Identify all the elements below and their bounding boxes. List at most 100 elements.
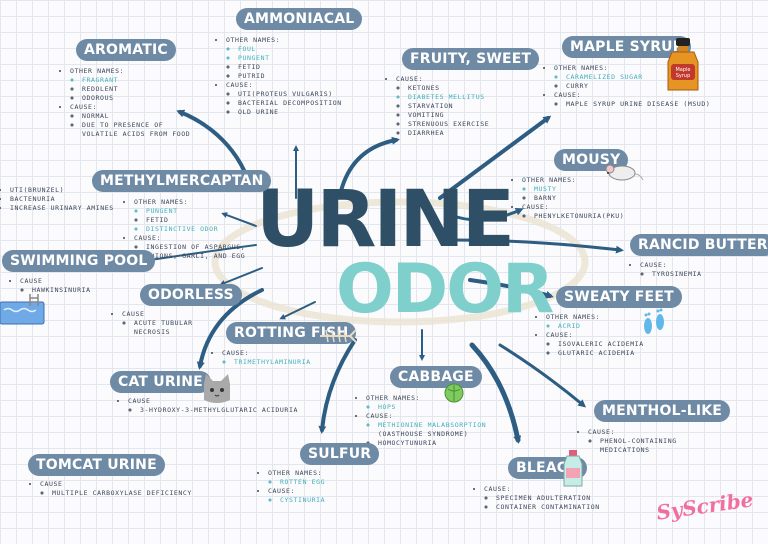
block-ammoniacal: OTHER NAMES: FOUL PUNGENT FETID PUTRID C… (216, 36, 376, 117)
label-cause: CAUSE: (222, 349, 342, 358)
item: (OASTHOUSE SYNDROME) (378, 430, 526, 439)
item: DIABETES MELLITUS (408, 93, 526, 102)
item: BARNY (534, 194, 672, 203)
item: STARVATION (408, 102, 526, 111)
footprints-icon (640, 306, 668, 338)
item: ROTTEN EGG (280, 478, 388, 487)
label-cause: CAUSE: (640, 261, 760, 270)
label-cause: CAUSE: (366, 412, 526, 421)
title-urine: URINE (256, 180, 512, 260)
item: GLUTARIC ACIDEMIA (558, 349, 686, 358)
item: DIARRHEA (408, 129, 526, 138)
item: PHENOL-CONTAINING MEDICATIONS (600, 437, 728, 455)
item: PUNGENT (238, 54, 376, 63)
pill-tomcat-urine: TOMCAT URINE (28, 454, 165, 476)
block-tomcat-urine: CAUSE MULTIPLE CARBOXYLASE DEFICIENCY (30, 480, 230, 498)
label-cause: CAUSE: (70, 103, 200, 112)
pill-cabbage: CABBAGE (390, 366, 482, 388)
item: ODOROUS (82, 94, 200, 103)
pill-ammoniacal: AMMONIACAL (236, 8, 362, 30)
pill-cat-urine: CAT URINE (110, 371, 211, 393)
label-other: OTHER NAMES: (268, 469, 388, 478)
fish-bone-icon (318, 326, 358, 346)
item: HOPS (378, 403, 526, 412)
item: NORMAL (82, 112, 200, 121)
pill-odorless: ODORLESS (140, 284, 242, 306)
block-aromatic: OTHER NAMES: FRAGRANT REDOLENT ODOROUS C… (60, 67, 200, 139)
item: STRENUOUS EXERCISE (408, 120, 526, 129)
item: PHENYLKETONURIA(PKU) (534, 212, 672, 221)
swimming-pool-icon (0, 292, 46, 326)
item: ACUTE TUBULAR NECROSIS (134, 319, 222, 337)
label-cause: CAUSE (122, 310, 222, 319)
cat-icon (200, 374, 234, 404)
item: METHIONINE MALABSORPTION (378, 421, 526, 430)
label-cause: CAUSE: (268, 487, 388, 496)
pill-rancid-butter: RANCID BUTTER (630, 234, 768, 256)
block-rancid-butter: CAUSE: TYROSINEMIA (630, 261, 760, 279)
block-sulfur: OTHER NAMES: ROTTEN EGG CAUSE: CYSTINURI… (258, 469, 388, 505)
item: TRIMETHYLAMINURIA (234, 358, 342, 367)
pill-swimming-pool: SWIMMING POOL (2, 250, 155, 272)
item: DISTINCTIVE ODOR (146, 225, 264, 234)
block-cabbage: OTHER NAMES: HOPS CAUSE: METHIONINE MALA… (356, 394, 526, 448)
label-cause: CAUSE (40, 480, 230, 489)
maple-syrup-bottle-icon: Maple Syrup (664, 36, 702, 94)
label-cause: CAUSE: (484, 485, 644, 494)
item: INGESTION OF ASPARGUS, ONIONS, GARLI, AN… (146, 243, 264, 261)
bottle-label: Syrup (676, 73, 691, 79)
title-odor: ODOR (336, 254, 552, 326)
mouse-icon (602, 160, 644, 182)
pill-sulfur: SULFUR (300, 443, 379, 465)
arrow-odorless (222, 268, 262, 284)
pill-sweaty-feet: SWEATY FEET (556, 286, 682, 308)
item: FRAGRANT (82, 76, 200, 85)
item: FETID (146, 216, 264, 225)
item: MUSTY (534, 185, 672, 194)
item: MULTIPLE CARBOXYLASE DEFICIENCY (52, 489, 230, 498)
item: VOMITING (408, 111, 526, 120)
bleach-bottle-icon (562, 450, 584, 488)
item: OLD URINE (238, 108, 376, 117)
label-cause: CAUSE: (134, 234, 264, 243)
item: 3-HYDROXY-3-METHYLGLUTARIC ACIDURIA (140, 406, 298, 415)
label-cause: CAUSE: (588, 428, 728, 437)
pill-menthol-like: MENTHOL-LIKE (594, 400, 730, 422)
item: INCREASE URINARY AMINES (10, 204, 120, 213)
item: UTI(PROTEUS VULGARIS) (238, 90, 376, 99)
label-cause: CAUSE (20, 277, 130, 286)
block-fruity-sweet: CAUSE: KETONES DIABETES MELLITUS STARVAT… (386, 75, 526, 138)
item: HOMOCYTUNURIA (378, 439, 526, 448)
label-other: OTHER NAMES: (226, 36, 376, 45)
item: DUE TO PRESENCE OF VOLATILE ACIDS FROM F… (82, 121, 200, 139)
label-cause: CAUSE: (226, 81, 376, 90)
item: ISOVALERIC ACIDEMIA (558, 340, 686, 349)
item: CONTAINER CONTAMINATION (496, 503, 644, 512)
pill-fruity-sweet: FRUITY, SWEET (402, 48, 539, 70)
item: MAPLE SYRUP URINE DISEASE (MSUD) (566, 100, 714, 109)
item: FOUL (238, 45, 376, 54)
label-other: OTHER NAMES: (366, 394, 526, 403)
item: SPECIMEN ADULTERATION (496, 494, 644, 503)
block-menthol-like: CAUSE: PHENOL-CONTAINING MEDICATIONS (578, 428, 728, 455)
label-other: OTHER NAMES: (70, 67, 200, 76)
item: BACTERIAL DECOMPOSITION (238, 99, 376, 108)
item: TYROSINEMIA (652, 270, 760, 279)
item: PUTRID (238, 72, 376, 81)
block-rotting-fish: CAUSE: TRIMETHYLAMINURIA (212, 349, 342, 367)
label-cause: CAUSE: (396, 75, 526, 84)
block-mousy: OTHER NAMES: MUSTY BARNY CAUSE: PHENYLKE… (512, 176, 672, 221)
item: FETID (238, 63, 376, 72)
item: KETONES (408, 84, 526, 93)
label-other: OTHER NAMES: (134, 198, 264, 207)
item: BACTENURIA (10, 195, 120, 204)
item: PUNGENT (146, 207, 264, 216)
block-odorless: CAUSE ACUTE TUBULAR NECROSIS (112, 310, 222, 337)
item: CYSTINURIA (280, 496, 388, 505)
label-cause: CAUSE: (522, 203, 672, 212)
pill-aromatic: AROMATIC (76, 39, 176, 61)
label-other: OTHER NAMES: (522, 176, 672, 185)
block-swimming-pool-pre: UTI(BRUNZEL) BACTENURIA INCREASE URINARY… (0, 186, 120, 213)
item: HAWKINSINURIA (32, 286, 130, 295)
item: REDOLENT (82, 85, 200, 94)
